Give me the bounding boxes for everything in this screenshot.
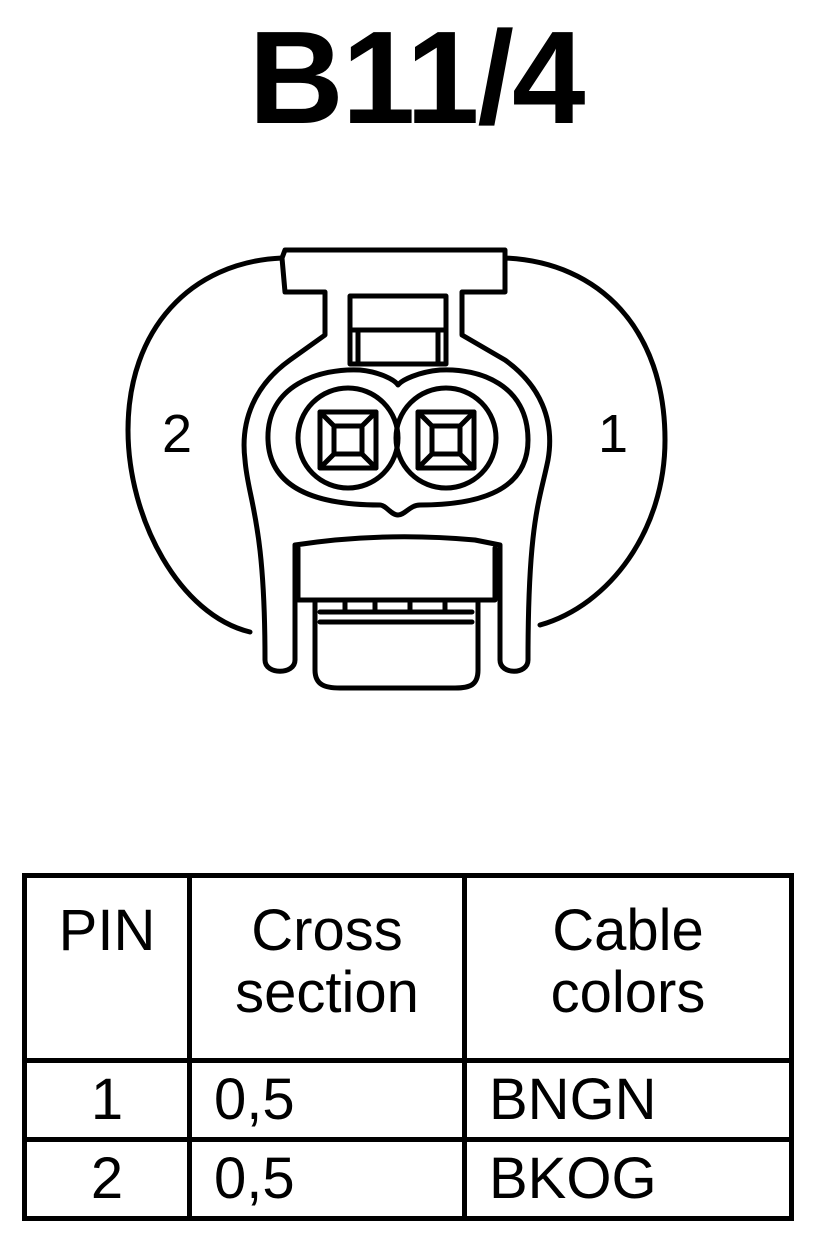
latch-tab xyxy=(241,247,553,674)
table-row: 1 0,5 BNGN xyxy=(22,1058,794,1142)
pin-1-terminal-outer xyxy=(415,409,477,471)
table-header-row: PIN Cross section Cable colors xyxy=(22,873,794,1063)
pin-label-right: 1 xyxy=(598,404,628,464)
row-cross-section: 0,5 xyxy=(187,1137,467,1221)
connector-diagram: 2 1 xyxy=(125,247,668,691)
pin-1-terminal-inner xyxy=(429,423,463,457)
pin-1-cavity xyxy=(393,385,499,491)
row-cable-color: BKOG xyxy=(462,1137,794,1221)
pin-label-left: 2 xyxy=(162,404,192,464)
connector-title: B11/4 xyxy=(248,4,586,151)
header-cross-section: Cross section xyxy=(187,873,467,1063)
pin-2-terminal-inner xyxy=(331,423,365,457)
pin-assignment-table: PIN Cross section Cable colors 1 0,5 BNG… xyxy=(22,873,794,1221)
pin-cavity-housing xyxy=(265,367,531,518)
table-row: 2 0,5 BKOG xyxy=(22,1137,794,1221)
header-cable-colors: Cable colors xyxy=(462,873,794,1063)
connector-housing-outline xyxy=(125,255,668,635)
pin-2-terminal-outer xyxy=(317,409,379,471)
row-cable-color: BNGN xyxy=(462,1058,794,1142)
row-pin: 1 xyxy=(22,1058,192,1142)
bottom-key xyxy=(295,545,498,603)
header-pin: PIN xyxy=(22,873,192,1063)
row-cross-section: 0,5 xyxy=(187,1058,467,1142)
row-pin: 2 xyxy=(22,1137,192,1221)
bottom-key-lower xyxy=(312,597,481,691)
pin-2-cavity xyxy=(295,385,401,491)
